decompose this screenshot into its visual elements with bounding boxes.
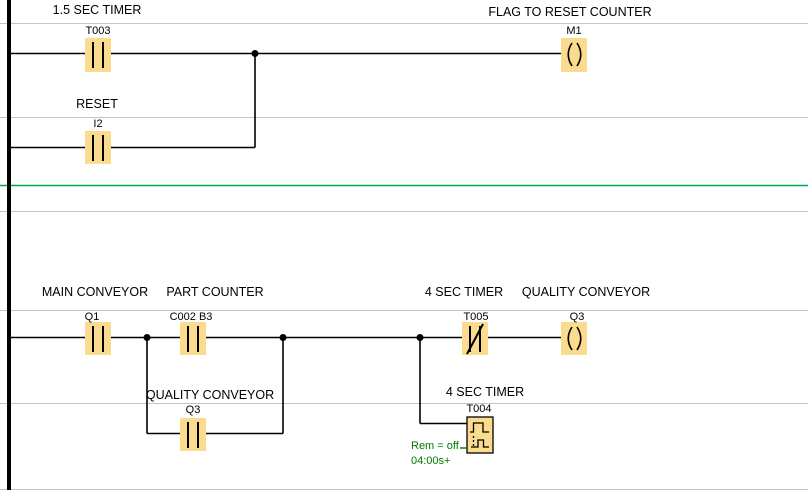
network1-wires <box>11 50 566 149</box>
quality-conveyor-coil-q3[interactable] <box>561 322 587 355</box>
device-name-c002: C002 B3 <box>169 311 213 323</box>
junction-dot <box>143 334 151 341</box>
timer-input-pulse-icon <box>470 422 489 433</box>
comment-label-part-counter: PART COUNTER <box>166 285 264 299</box>
nc-slash <box>466 323 484 355</box>
device-name-i2: I2 <box>93 118 103 130</box>
device-name-t003: T003 <box>85 25 111 37</box>
contact-highlight <box>85 38 111 72</box>
comment-label-quality-branch: QUALITY CONVEYOR <box>145 388 275 402</box>
device-name-t005: T005 <box>463 311 489 323</box>
comment-label-timer: 1.5 SEC TIMER <box>52 3 142 17</box>
junction-dot <box>416 334 424 341</box>
coil-highlight <box>561 322 587 355</box>
coil-left-paren <box>567 42 573 67</box>
reset-contact-i2[interactable] <box>85 131 111 164</box>
contact-highlight <box>85 322 111 355</box>
junction-dot <box>279 334 287 341</box>
main-conveyor-contact-q1[interactable] <box>85 322 111 355</box>
part-counter-contact-c002[interactable] <box>180 322 206 355</box>
device-name-m1: M1 <box>566 25 582 37</box>
comment-label-4sec-timer: 4 SEC TIMER <box>424 285 504 299</box>
quality-conveyor-contact-q3[interactable] <box>180 418 206 451</box>
device-name-q1: Q1 <box>84 311 100 323</box>
timer-rem-annotation: Rem = off <box>411 440 459 452</box>
device-name-q3-coil: Q3 <box>569 311 585 323</box>
coil-left-paren <box>567 326 573 351</box>
timer-value-annotation: 04:00s+ <box>411 455 451 467</box>
timer-contact-t003[interactable] <box>85 38 111 72</box>
comment-label-reset: RESET <box>76 97 118 111</box>
timer-output-pulse-icon <box>471 439 489 448</box>
comment-label-main-conveyor: MAIN CONVEYOR <box>41 285 149 299</box>
contact-highlight <box>180 322 206 355</box>
comment-label-quality-coil: QUALITY CONVEYOR <box>521 285 651 299</box>
device-name-q3-branch: Q3 <box>185 404 201 416</box>
contact-highlight <box>180 418 206 451</box>
timer-block-t004[interactable] <box>460 416 494 454</box>
coil-highlight <box>561 38 587 72</box>
network2-wires <box>11 334 566 435</box>
timer-nc-contact-t005[interactable] <box>462 322 488 355</box>
comment-label-timer-block: 4 SEC TIMER <box>445 385 525 399</box>
coil-right-paren <box>576 42 582 67</box>
left-power-rail <box>7 0 11 490</box>
grid-lines <box>0 23 808 490</box>
device-name-t004: T004 <box>466 403 492 415</box>
coil-right-paren <box>576 326 582 351</box>
flag-coil-m1[interactable] <box>561 38 587 72</box>
contact-highlight <box>85 131 111 164</box>
junction-dot <box>251 50 259 57</box>
comment-label-flag: FLAG TO RESET COUNTER <box>488 5 652 19</box>
